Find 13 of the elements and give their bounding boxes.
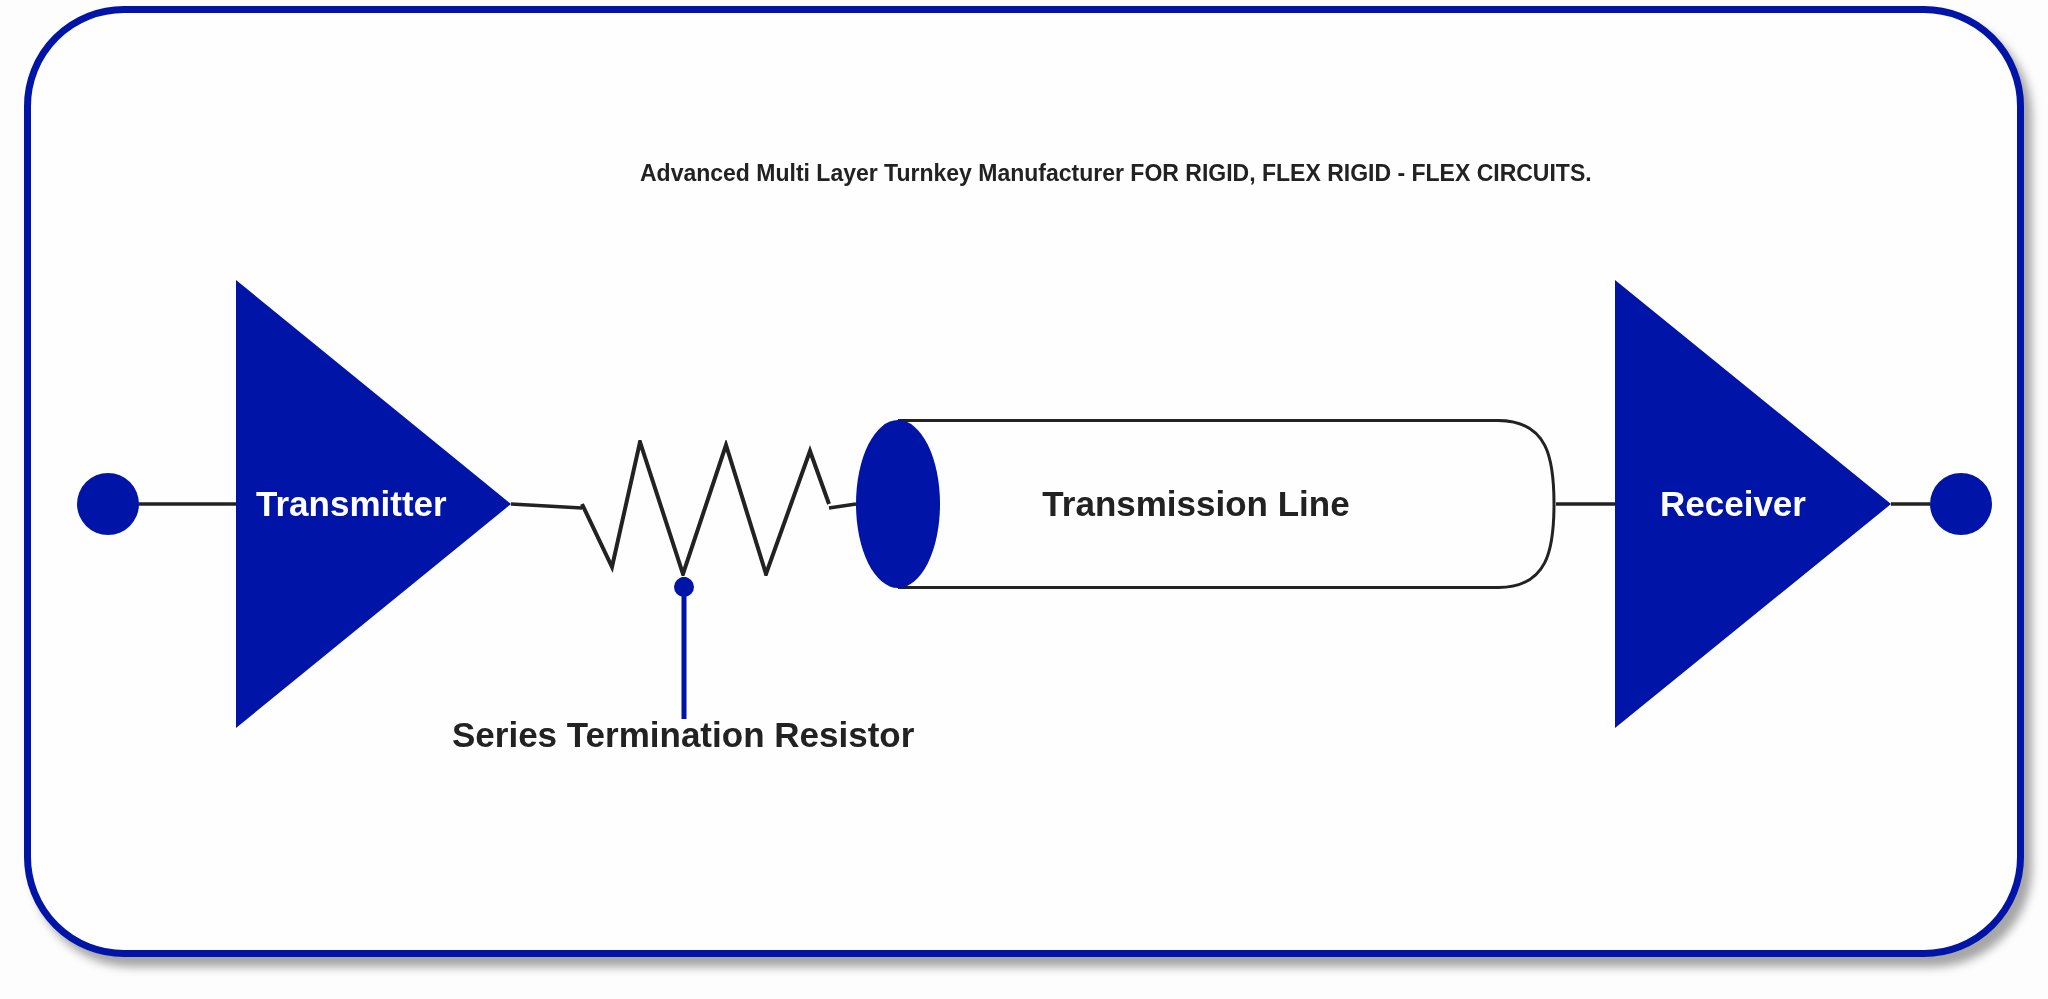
- wire: [1891, 502, 1930, 506]
- leader-line: [674, 577, 694, 719]
- node-label: Transmitter: [256, 484, 447, 524]
- tagline-text: Advanced Multi Layer Turnkey Manufacturer FOR RIGID, FLEX RIGID - FLEX CIRCUITS.: [640, 160, 1592, 187]
- wire: [828, 502, 857, 510]
- node-label: Receiver: [1660, 484, 1806, 524]
- callout-label: Series Termination Resistor: [452, 715, 915, 755]
- wire: [139, 502, 236, 506]
- node-label: Transmission Line: [1042, 484, 1350, 524]
- resistor-symbol: [580, 440, 831, 576]
- wire: [510, 502, 583, 510]
- amplifier-symbol: [1615, 280, 1891, 728]
- wire: [1556, 502, 1615, 506]
